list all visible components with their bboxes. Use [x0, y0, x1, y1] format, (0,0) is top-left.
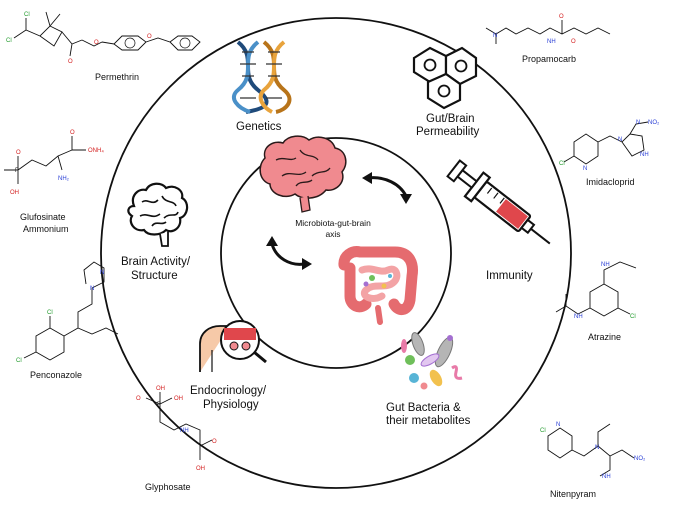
label-gut-bacteria-line1: Gut Bacteria &: [386, 402, 461, 414]
bacteria-icon: [401, 332, 463, 390]
atom-oh: OH: [196, 466, 205, 472]
label-propamocarb: Propamocarb: [522, 54, 576, 64]
atom-o: O: [70, 130, 75, 136]
label-gut-brain-line1: Gut/Brain: [426, 113, 475, 125]
label-genetics: Genetics: [236, 121, 282, 133]
atom-no2: NO₂: [648, 120, 660, 126]
label-permethrin: Permethrin: [95, 72, 139, 82]
atom-n: N: [636, 120, 640, 126]
glufosinate-structure: O OH P O ONH₄ NH₂: [4, 130, 104, 196]
atom-oh: OH: [174, 396, 183, 402]
atom-oh: OH: [156, 386, 165, 392]
atom-n: N: [583, 166, 587, 172]
imidacloprid-structure: N Cl N NH N NO₂: [559, 120, 660, 172]
label-endocrinology-line1: Endocrinology/: [190, 385, 267, 397]
cells-icon: [412, 46, 478, 110]
brain-outline-icon: [127, 182, 189, 247]
atom-nh: NH: [547, 39, 556, 45]
atom-o: O: [559, 14, 564, 20]
atrazine-structure: NH NH Cl: [555, 261, 637, 320]
inner-ring: [220, 137, 452, 369]
atom-n: N: [90, 286, 94, 292]
atom-o: O: [212, 439, 217, 445]
atom-nh2: NH₂: [58, 176, 70, 182]
atom-o: O: [136, 396, 141, 402]
label-immunity: Immunity: [486, 270, 533, 282]
atom-n: N: [595, 445, 599, 451]
atom-o: O: [68, 59, 73, 65]
atom-o: O: [147, 34, 152, 40]
atom-nh: NH: [601, 262, 610, 268]
arrow-gut-to-brain-icon: [266, 236, 312, 270]
atom-o: O: [94, 40, 99, 46]
dna-helix-icon: [231, 40, 292, 114]
nitenpyram-structure: N Cl N NO₂ NH: [540, 422, 646, 480]
center-gut-icon: [338, 246, 418, 325]
label-imidacloprid: Imidacloprid: [586, 177, 635, 187]
atom-onh4: ONH₄: [88, 148, 104, 154]
syringe-icon: [446, 159, 551, 245]
penconazole-structure: Cl Cl N N: [16, 261, 119, 364]
atom-nh: NH: [574, 314, 583, 320]
glyphosate-structure: P OH O OH NH O OH: [136, 386, 217, 472]
arrow-brain-to-gut-icon: [362, 172, 412, 204]
center-label-line2: axis: [325, 229, 340, 239]
label-brain-activity-line2: Structure: [131, 270, 178, 282]
label-nitenpyram: Nitenpyram: [550, 489, 596, 499]
label-gut-brain-line2: Permeability: [416, 126, 480, 138]
atom-n: N: [556, 422, 560, 428]
center-label-line1: Microbiota-gut-brain: [295, 218, 371, 228]
atom-nh: NH: [640, 152, 649, 158]
center-brain-icon: [259, 135, 347, 213]
atom-nh: NH: [180, 428, 189, 434]
atom-n: N: [493, 33, 497, 39]
atom-n: N: [100, 270, 104, 276]
permethrin-structure: Cl Cl O O O: [6, 11, 201, 65]
label-brain-activity-line1: Brain Activity/: [121, 256, 191, 268]
atom-cl: Cl: [6, 38, 12, 44]
atom-cl: Cl: [47, 310, 53, 316]
endocrine-icon: [199, 320, 267, 372]
atom-o: O: [16, 150, 21, 156]
propamocarb-structure: N NH O O: [485, 14, 611, 45]
label-endocrinology-line2: Physiology: [203, 399, 259, 411]
atom-p: P: [15, 168, 19, 174]
atom-cl: Cl: [540, 428, 546, 434]
atom-cl: Cl: [630, 314, 636, 320]
atom-oh: OH: [10, 190, 19, 196]
atom-cl: Cl: [16, 358, 22, 364]
atom-cl: Cl: [24, 12, 30, 18]
label-glufosinate-line2: Ammonium: [23, 224, 69, 234]
atom-o: O: [571, 39, 576, 45]
label-glufosinate-line1: Glufosinate: [20, 212, 66, 222]
atom-no2: NO₂: [634, 456, 646, 462]
label-penconazole: Penconazole: [30, 370, 82, 380]
atom-cl: Cl: [559, 161, 565, 167]
atom-n: N: [618, 137, 622, 143]
label-atrazine: Atrazine: [588, 332, 621, 342]
atom-p: P: [157, 402, 161, 408]
atom-nh: NH: [602, 474, 611, 480]
label-glyphosate: Glyphosate: [145, 482, 191, 492]
label-gut-bacteria-line2: their metabolites: [386, 415, 471, 427]
outer-ring: [100, 17, 572, 489]
